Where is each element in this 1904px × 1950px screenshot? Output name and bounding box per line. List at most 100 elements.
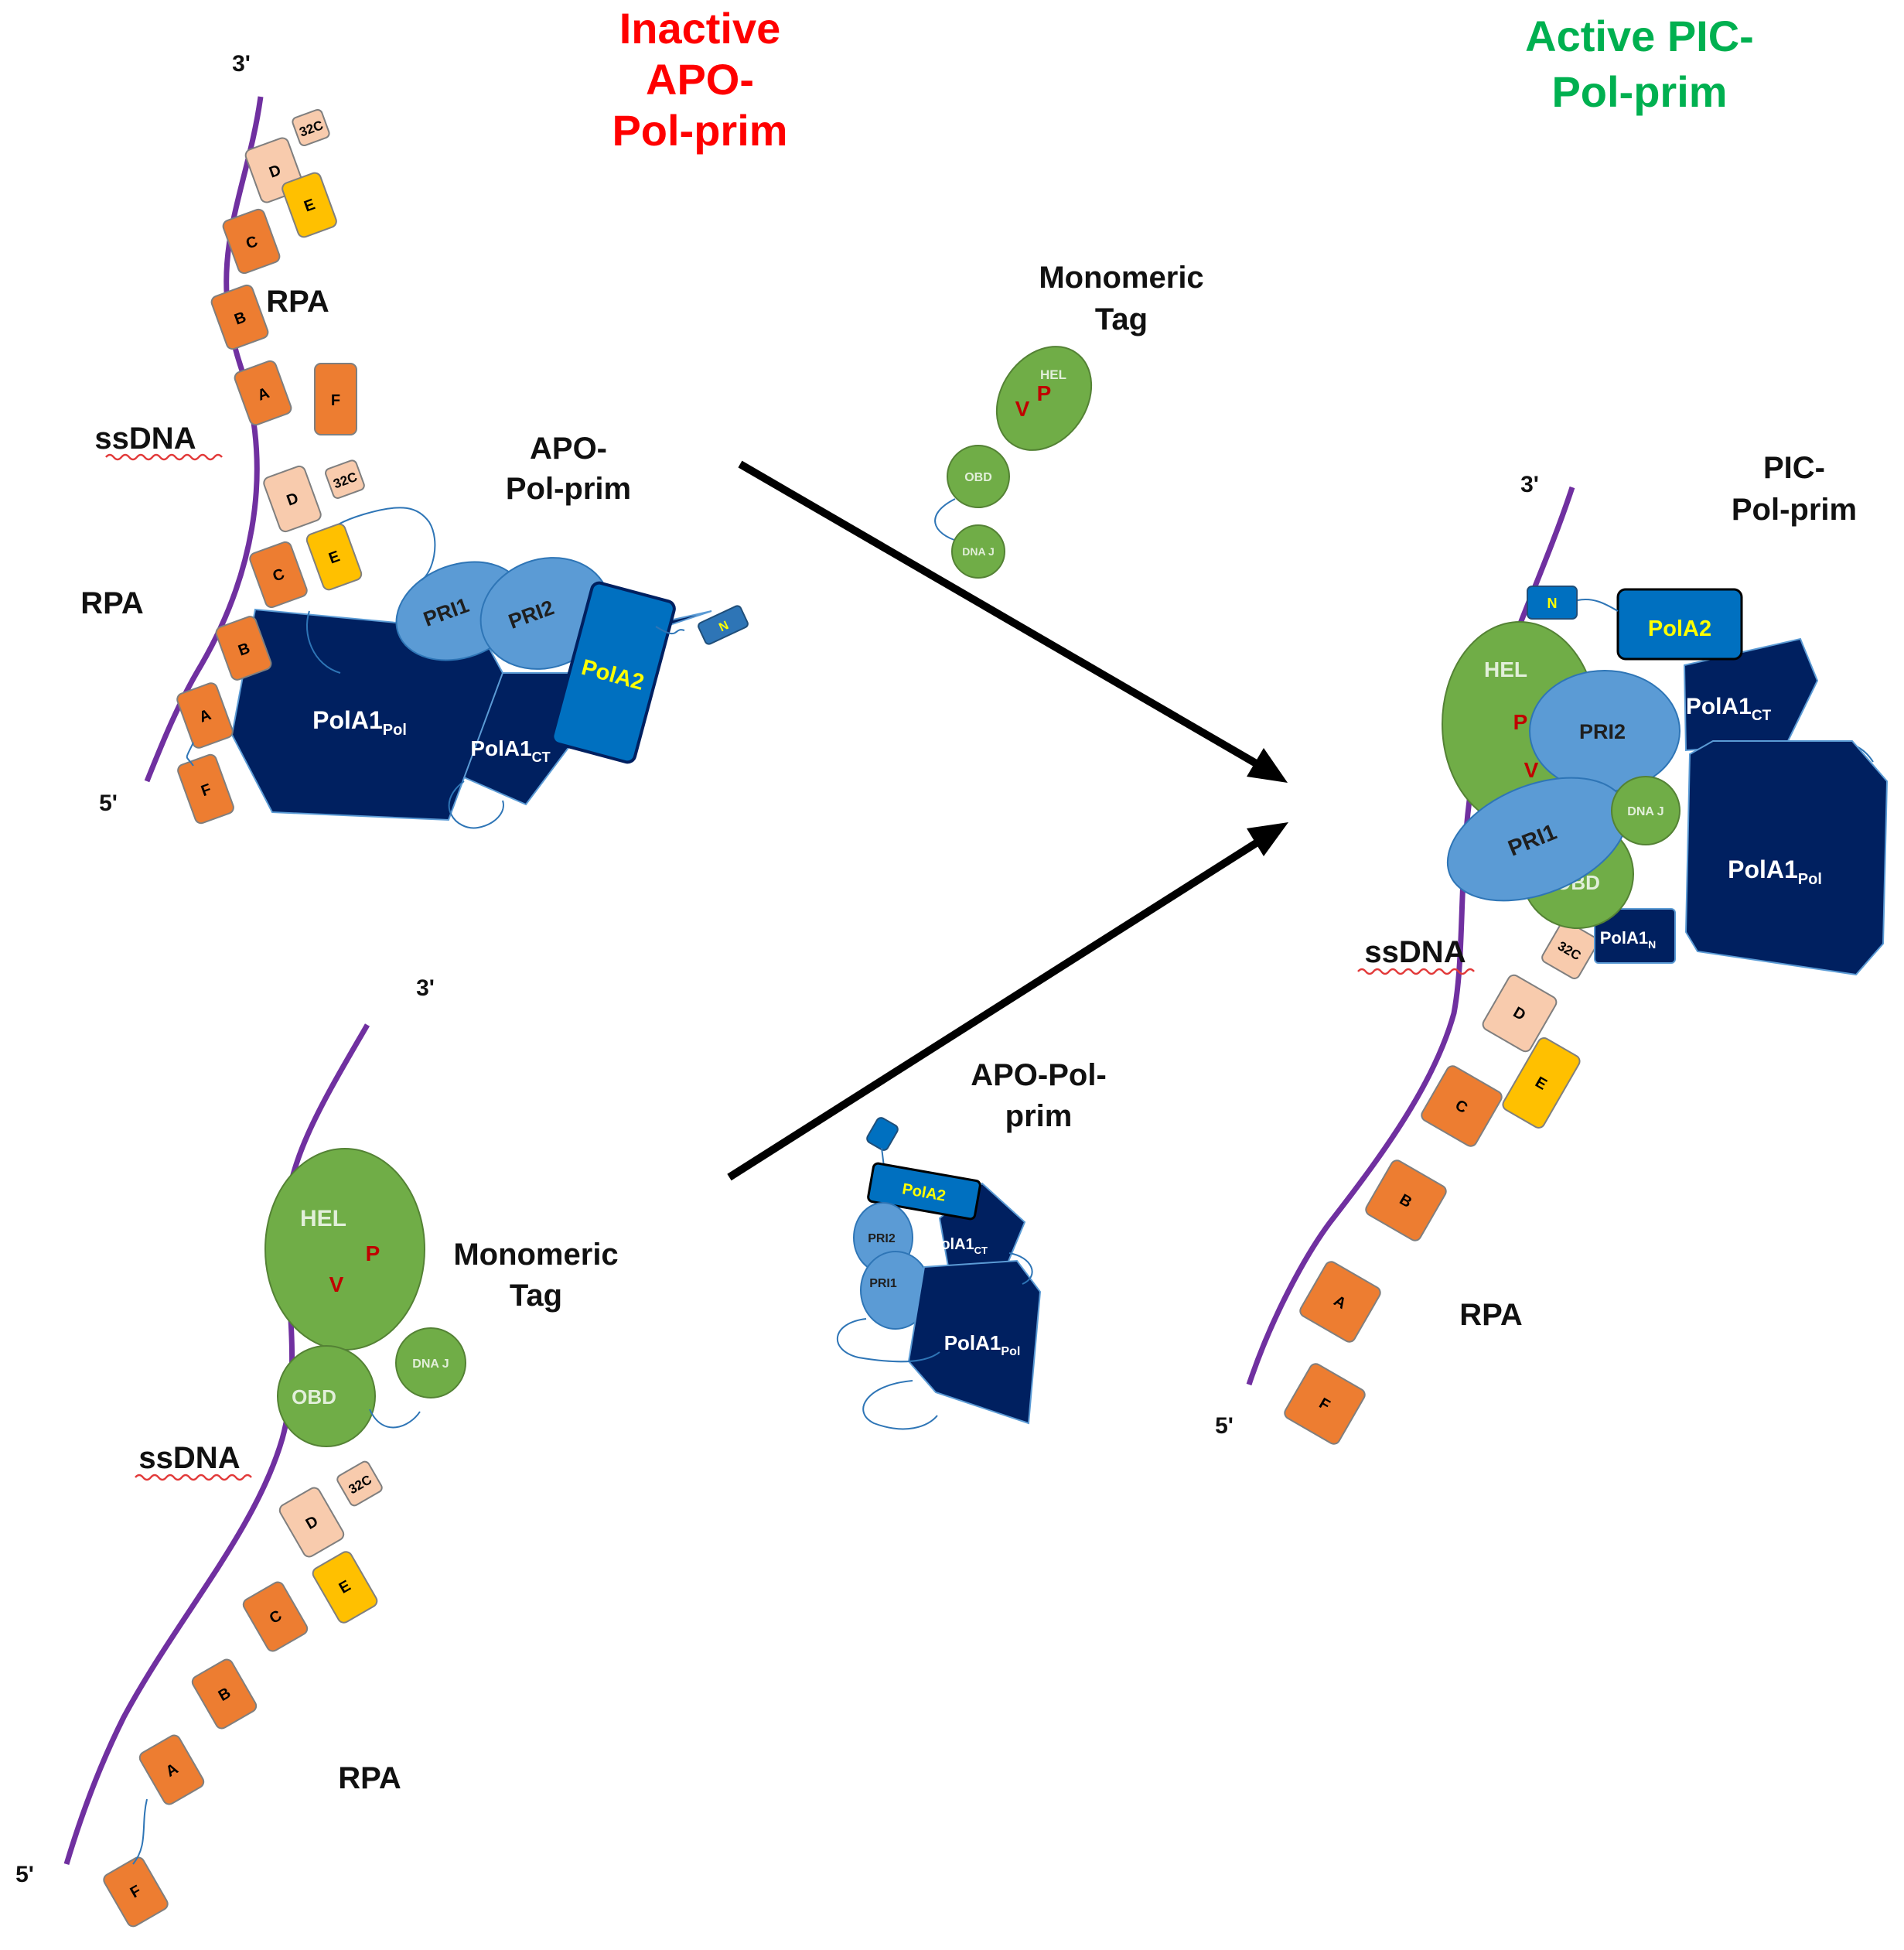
rpa-a: A [176, 682, 234, 749]
ssdna-strand [63, 1023, 370, 1866]
dnaj-domain [951, 524, 1005, 579]
five-prime-label: 5' [1215, 1413, 1234, 1439]
pola1-ct-label: PolA1CT [1686, 694, 1772, 724]
hel-v-mark: V [1524, 758, 1539, 782]
hel-p-mark: P [1513, 710, 1528, 734]
pola2-domain: PolA2 [1616, 588, 1743, 661]
rpa-f: F [314, 363, 357, 435]
pri-linker-b [862, 1380, 938, 1430]
pri2-label: PRI2 [1579, 720, 1626, 743]
pola1-pol-label: PolA1Pol [944, 1331, 1021, 1358]
rpa-c: C [1421, 1065, 1503, 1147]
hel-label: HEL [300, 1206, 346, 1231]
arrow-top-head [1247, 748, 1288, 783]
obd-domain [277, 1345, 376, 1447]
apo-label-line1: APO- [530, 432, 607, 466]
apo-small-label-line2: prim [1005, 1099, 1073, 1133]
ct-linker [448, 780, 504, 829]
svg-text:C: C [244, 233, 260, 253]
n-linker [1577, 599, 1619, 612]
pola1-pol-label: PolA1Pol [1728, 855, 1822, 888]
ct-linker [1008, 1252, 1033, 1285]
dnaj-label: DNA J [962, 545, 995, 558]
svg-text:A: A [255, 384, 271, 405]
rpa-e: E [282, 172, 337, 238]
tag-label-line1: Monomeric [453, 1238, 618, 1272]
pola2-n-domain: N [698, 605, 749, 645]
pola1-n-domain: PolA1N [1594, 908, 1676, 964]
rpa-c: C [222, 208, 281, 275]
panel-active-pic: 3' 5' ssDNA RPA PIC- Pol-prim PolA1CT Po… [1215, 451, 1889, 1445]
obd-domain [947, 445, 1010, 508]
rpa-label: RPA [338, 1761, 401, 1795]
rpa-d: D [1482, 974, 1558, 1053]
rpa-32c: 32C [336, 1460, 383, 1507]
rpa-trimer: 32C D E C B A F [103, 1460, 383, 1928]
pri2-label: PRI2 [868, 1232, 896, 1245]
rpa-f: F [1284, 1363, 1366, 1445]
rpa-upper: 32C D E C B A F [210, 108, 357, 435]
hel-p-mark: P [1037, 381, 1052, 405]
pola1-pol-label: PolA1Pol [312, 706, 407, 739]
title-inactive-line3: Pol-prim [612, 106, 787, 155]
rpa-b: B [215, 616, 272, 681]
pola2-n-domain: N [1527, 586, 1578, 620]
pola1-ct-body [1683, 637, 1819, 752]
hel-label: HEL [1484, 657, 1527, 681]
spellcheck-underline [135, 1474, 252, 1481]
pola2-label: PolA2 [1648, 616, 1711, 641]
apo-small-label-line1: APO-Pol- [971, 1058, 1107, 1092]
free-apo-pol-prim: APO-Pol- prim PolA2 PolA1CT PRI2 PRI1 Po… [837, 1058, 1107, 1430]
rpa-b: B [191, 1658, 258, 1730]
rpa-f: F [103, 1856, 169, 1928]
three-prime-label: 3' [416, 975, 435, 1001]
rpa-f: F [177, 753, 234, 825]
obd-label: OBD [292, 1385, 336, 1409]
apo-pol-prim-bound: PolA1Pol PolA1CT PRI1 PRI2 PolA2 N [230, 507, 749, 829]
transition-arrows [727, 460, 1288, 1181]
apo-label-line2: Pol-prim [506, 472, 631, 506]
five-prime-label: 5' [15, 1862, 34, 1887]
rpa-a: A [1299, 1261, 1381, 1343]
rpa-d: D [263, 465, 322, 533]
tag-label-line1: Monomeric [1039, 261, 1203, 295]
rpa-e: E [305, 523, 363, 591]
svg-text:F: F [331, 392, 340, 409]
rpa-32c: 32C [325, 459, 365, 499]
rpa-32c: 32C [1541, 920, 1599, 979]
free-monomeric-tag: Monomeric Tag HEL V P OBD DNA J [934, 261, 1204, 579]
pola2-n-domain [866, 1117, 899, 1151]
title-active-line1: Active PIC- [1525, 12, 1754, 60]
rpa-c: C [249, 541, 308, 609]
svg-text:N: N [1547, 596, 1558, 611]
dnaj-label: DNA J [1627, 805, 1663, 818]
rpa-32c: 32C [292, 108, 330, 147]
hel-domain [264, 1148, 425, 1351]
arrow-top [738, 460, 1269, 774]
dnaj-label: DNA J [412, 1357, 449, 1371]
hel-v-mark: V [1015, 397, 1030, 421]
hel-p-mark: P [366, 1241, 380, 1265]
ssdna-label: ssDNA [1364, 935, 1466, 969]
pola2-domain: PolA2 [867, 1162, 981, 1221]
five-prime-label: 5' [99, 791, 118, 816]
pic-label-line1: PIC- [1763, 451, 1825, 485]
three-prime-label: 3' [1520, 472, 1539, 497]
rpa-a: A [234, 360, 292, 426]
rpa-d: D [278, 1487, 345, 1558]
rpa-label: RPA [1459, 1298, 1522, 1332]
dnaj-domain [395, 1327, 466, 1398]
pola2-domain: PolA2 [551, 581, 676, 764]
svg-text:A: A [197, 706, 213, 726]
svg-text:D: D [267, 162, 283, 182]
arrow-bottom-head [1247, 822, 1288, 856]
three-prime-label: 3' [232, 51, 251, 77]
spellcheck-underline [1357, 968, 1475, 975]
tag-label-line2: Tag [510, 1279, 562, 1313]
tag-label-line2: Tag [1095, 302, 1148, 336]
rpa-label-lower: RPA [80, 586, 143, 620]
panel-inactive-apo: 3' 5' ssDNA RPA RPA 32C D E C B A F PolA… [80, 51, 749, 829]
rpa-e: E [1502, 1037, 1581, 1129]
title-active: Active PIC- Pol-prim [1525, 12, 1754, 116]
